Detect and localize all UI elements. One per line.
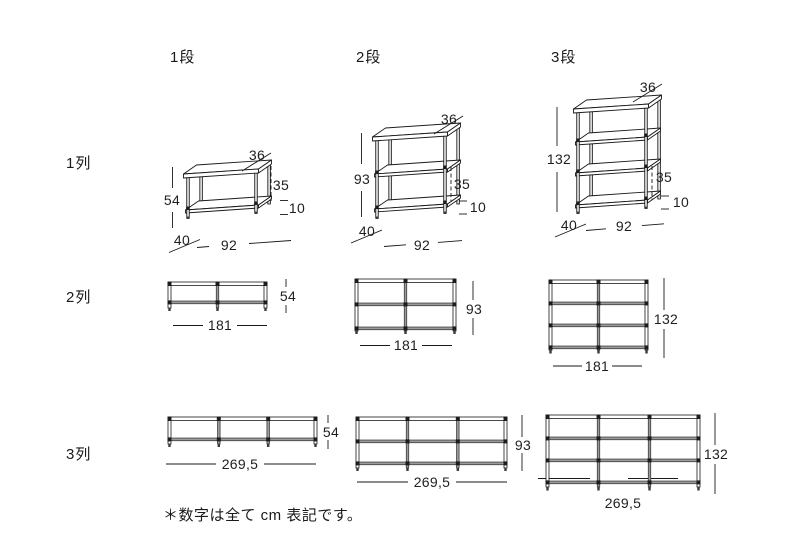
diagram-front-2col-1tier: 54 181: [167, 279, 296, 333]
dim-top-depth-label: 36: [249, 147, 265, 163]
dim-height-label: 93: [515, 437, 531, 453]
column-header-2tier: 2段: [356, 49, 382, 66]
dim-height-label: 54: [323, 424, 339, 440]
dim-bottom-clearance-label: 10: [289, 200, 305, 216]
dim-height-label: 93: [466, 301, 482, 317]
dim-shelf-pitch-label: 35: [656, 169, 672, 185]
diagram-front-2col-2tier: 93 181: [354, 278, 482, 353]
dim-width-label: 92: [221, 237, 237, 253]
dim-top-depth-label: 36: [441, 111, 457, 127]
dim-width-label: 181: [585, 358, 609, 374]
dim-width-label: 269,5: [414, 474, 451, 490]
column-header-3tier: 3段: [551, 49, 577, 66]
dim-height-label: 132: [654, 311, 678, 327]
dim-shelf-pitch-label: 35: [273, 177, 289, 193]
dim-height-label: 93: [354, 171, 370, 187]
dim-bottom-clearance-label: 10: [673, 194, 689, 210]
dim-depth-label: 40: [359, 223, 375, 239]
diagram-front-3col-2tier: 93 269,5: [355, 415, 531, 490]
dim-width-label: 181: [208, 317, 232, 333]
diagram-front-3col-1tier: 54 269,5: [166, 415, 339, 472]
diagram-front-2col-3tier: 132 181: [548, 278, 678, 374]
row-header-3col: 3列: [66, 446, 92, 463]
dim-shelf-pitch-label: 35: [454, 176, 470, 192]
row-header-1col: 1列: [66, 155, 92, 172]
dim-depth-label: 40: [561, 217, 577, 233]
dim-height-label: 54: [164, 192, 180, 208]
dim-width-label: 269,5: [222, 456, 259, 472]
unit-note: ＊数字は全て cm 表記です。: [163, 507, 363, 524]
row-header-2col: 2列: [66, 289, 92, 306]
dim-width-label: 92: [616, 218, 632, 234]
dim-depth-label: 40: [174, 232, 190, 248]
dim-height-label: 54: [280, 288, 296, 304]
dim-top-depth-label: 36: [640, 79, 656, 95]
dim-width-label: 269,5: [605, 495, 642, 511]
dim-width-label: 181: [394, 337, 418, 353]
dim-height-label: 132: [547, 151, 571, 167]
dim-width-label: 92: [414, 237, 430, 253]
diagram-iso-1col-3tier: 36 132 35 10 40 92: [547, 79, 689, 238]
diagram-iso-1col-2tier: 36 93 35 10 40 92: [350, 111, 486, 253]
dim-height-label: 132: [704, 446, 728, 462]
dim-bottom-clearance-label: 10: [470, 199, 486, 215]
column-header-1tier: 1段: [170, 49, 196, 66]
diagram-front-3col-3tier: 132 269,5: [538, 413, 728, 511]
diagram-iso-1col-1tier: 36 54 35 10 40 92: [164, 147, 305, 253]
